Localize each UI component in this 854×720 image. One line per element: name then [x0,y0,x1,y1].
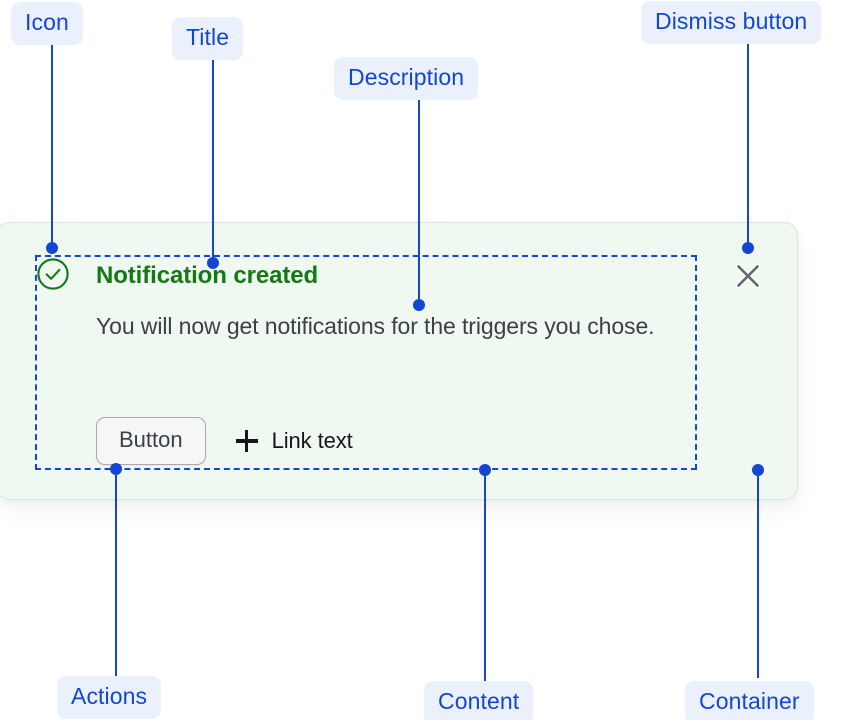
leader-line-title [212,59,214,263]
annotation-container: Container [685,681,814,720]
leader-dot-actions [110,463,122,475]
dismiss-button[interactable] [731,259,765,293]
leader-line-icon [51,44,53,248]
plus-icon [235,430,258,452]
check-circle-icon [36,257,70,291]
action-button[interactable]: Button [96,417,206,465]
leader-line-description [418,99,420,305]
action-link[interactable]: Link text [235,428,353,453]
action-link-label: Link text [271,428,353,453]
annotation-content: Content [424,681,534,720]
leader-line-content [484,470,486,683]
leader-line-dismiss-button [747,43,749,248]
annotation-dismiss-button: Dismiss button [641,1,822,44]
annotation-actions: Actions [57,676,162,719]
annotation-icon: Icon [11,2,83,45]
leader-dot-description [413,299,425,311]
close-icon [737,265,759,287]
annotation-description: Description [334,57,479,100]
leader-line-container [757,470,759,678]
annotation-title: Title [172,17,244,60]
notification-description: You will now get notifications for the t… [96,313,655,339]
notification-title: Notification created [96,262,319,289]
notification-actions: Button Link text [96,417,353,465]
leader-dot-icon [46,242,58,254]
leader-dot-content [479,464,491,476]
leader-dot-container [752,464,764,476]
leader-dot-dismiss-button [742,242,754,254]
leader-dot-title [207,257,219,269]
leader-line-actions [115,468,117,678]
